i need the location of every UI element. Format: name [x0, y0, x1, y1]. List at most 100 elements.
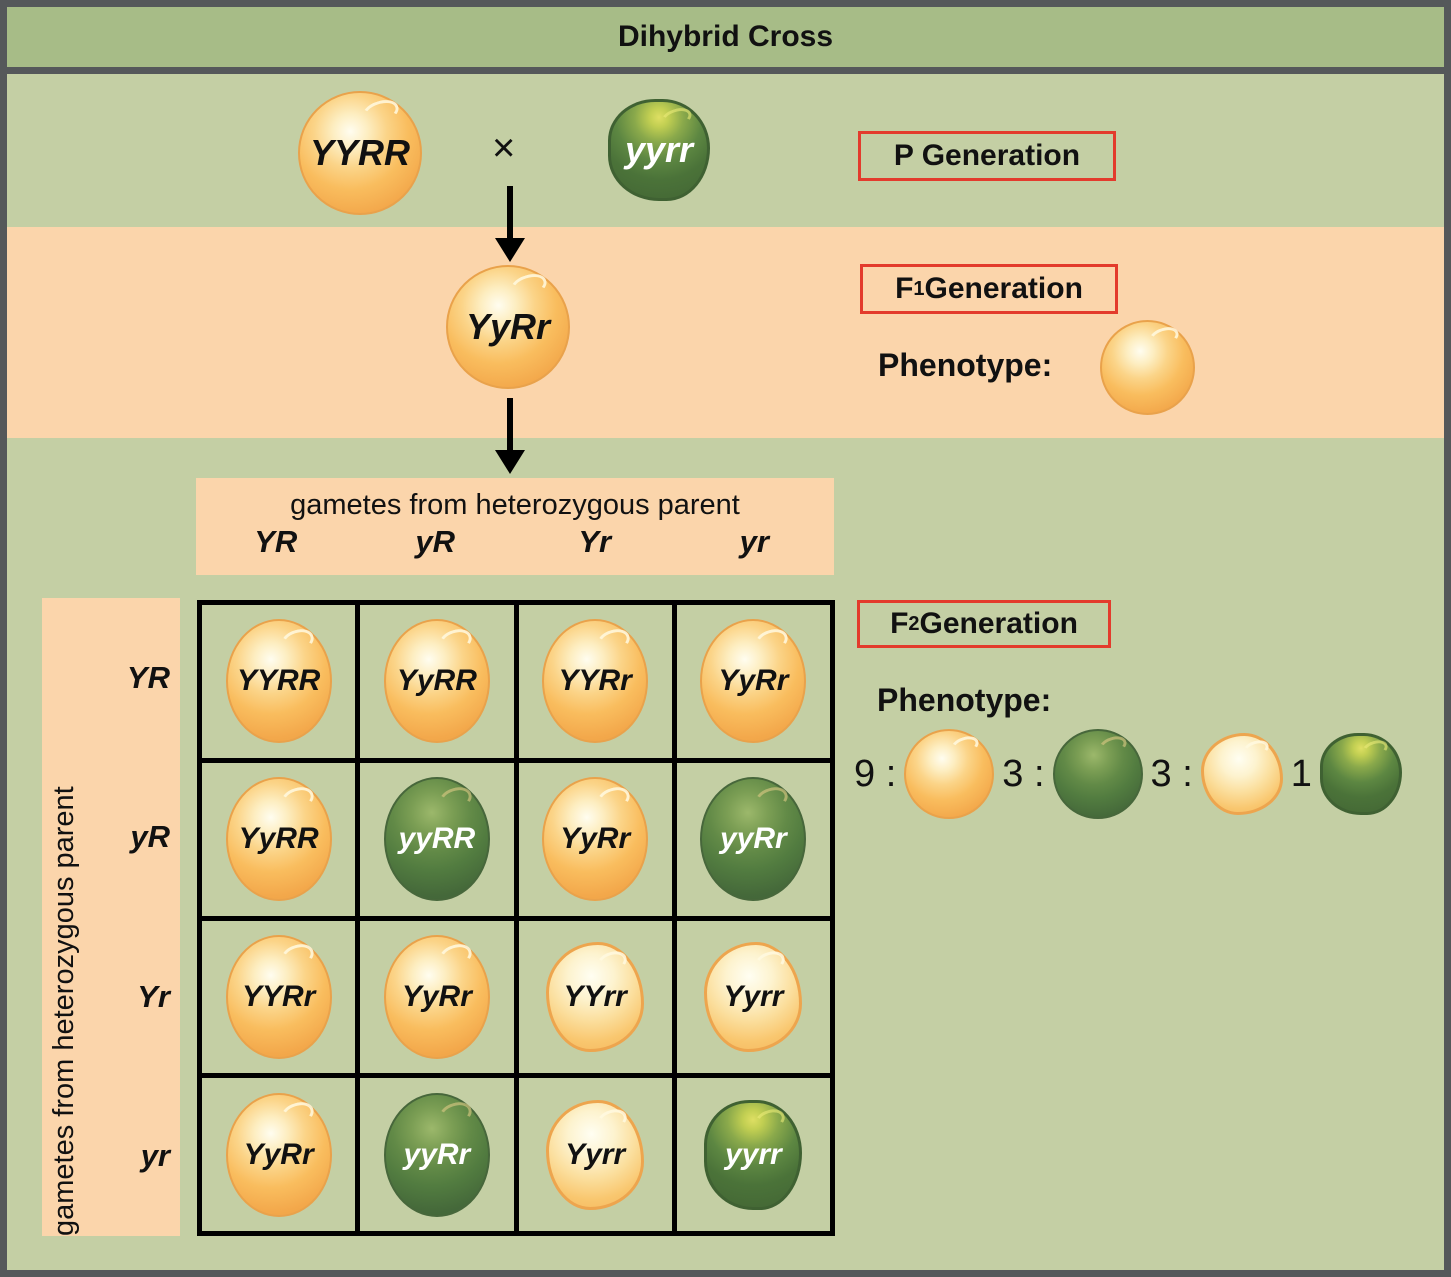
- cell-genotype: yyRr: [720, 822, 787, 856]
- arrow-down-icon: [495, 398, 525, 474]
- pea-surface: YyRr: [446, 265, 570, 389]
- pea-surface: [1052, 729, 1143, 819]
- pea-surface: [1100, 320, 1195, 415]
- pea-surface: [904, 729, 995, 819]
- f2-ratio-row: 9 :3 :3 :1: [846, 722, 1426, 826]
- cell-genotype: Yyrr: [565, 1137, 626, 1171]
- cell-genotype: YyRr: [243, 1137, 314, 1171]
- arrow-down-icon: [495, 186, 525, 262]
- title-bar: Dihybrid Cross: [7, 7, 1444, 67]
- punnett-cell: YYRR: [202, 605, 356, 758]
- pea-surface: YYRR: [225, 619, 332, 744]
- cell-genotype: YyRr: [401, 979, 472, 1013]
- f1-label-post: Generation: [924, 272, 1083, 305]
- cell-genotype: YyRR: [396, 664, 477, 698]
- gamete-row-label: Yr: [137, 978, 170, 1014]
- pea-yellow-round-icon: YyRr: [542, 777, 649, 902]
- pea-yellow-wrinkled-icon: YYrr: [546, 941, 645, 1052]
- punnett-cell: yyRr: [676, 762, 830, 916]
- pea-green-round-icon: yyRr: [383, 1092, 490, 1217]
- pea-green-wrinkled-icon: yyrr: [608, 99, 710, 201]
- pea-surface: YyRr: [225, 1092, 332, 1217]
- gamete-row-label: yR: [130, 819, 170, 855]
- cell-genotype: yyrr: [725, 1137, 782, 1171]
- punnett-cell: YyRR: [360, 605, 514, 758]
- punnett-cell: Yyrr: [676, 920, 830, 1074]
- f1-generation-band: [7, 227, 1444, 438]
- ratio-count: 1: [1290, 752, 1312, 795]
- page-title: Dihybrid Cross: [617, 20, 834, 53]
- cell-genotype: YyRr: [718, 664, 789, 698]
- punnett-cell: YyRr: [360, 920, 514, 1074]
- gamete-col-label: YR: [254, 524, 298, 559]
- cell-genotype: YYRR: [236, 664, 321, 698]
- cell-genotype: Yyrr: [723, 979, 784, 1013]
- pea-green-round-icon: yyRR: [383, 777, 490, 902]
- pea-yellow-round-icon: [904, 729, 995, 819]
- cross-icon: ×: [492, 126, 516, 170]
- punnett-cell: yyRR: [360, 762, 514, 916]
- f2-label-sub: 2: [908, 612, 920, 635]
- gamete-col-label: Yr: [578, 524, 612, 559]
- cell-genotype: YYrr: [563, 979, 627, 1013]
- arrow-head: [495, 238, 525, 262]
- pea-green-wrinkled-icon: [1319, 733, 1402, 815]
- f1-label-sub: 1: [913, 277, 925, 300]
- pea-surface: yyrr: [608, 99, 710, 201]
- cell-genotype: yyRr: [403, 1137, 471, 1171]
- punnett-cell: YYrr: [518, 920, 672, 1074]
- gamete-row-label: YR: [126, 659, 170, 695]
- f2-label-post: Generation: [919, 607, 1078, 640]
- pea-surface: Yyrr: [546, 1099, 645, 1210]
- f2-label-pre: F: [890, 607, 909, 640]
- pea-yellow-round-icon: YYRr: [225, 934, 332, 1059]
- pea-yellow-wrinkled-icon: Yyrr: [546, 1099, 645, 1210]
- gamete-col-label: yR: [415, 524, 456, 559]
- pea-surface: YyRr: [700, 619, 807, 744]
- cell-genotype: YYRr: [241, 979, 316, 1013]
- punnett-cell: YYRr: [518, 605, 672, 758]
- parent1-genotype: YYRR: [309, 132, 411, 173]
- pea-surface: YyRr: [542, 777, 649, 902]
- punnett-cell: YyRr: [676, 605, 830, 758]
- punnett-cell: yyrr: [676, 1078, 830, 1231]
- f1-phenotype-label: Phenotype:: [878, 347, 1053, 383]
- pea-green-round-icon: [1052, 729, 1143, 819]
- pea-yellow-round-icon: YyRr: [225, 1092, 332, 1217]
- pea-yellow-round-icon: [1100, 320, 1195, 415]
- punnett-cell: YYRr: [202, 920, 356, 1074]
- gametes-top-caption: gametes from heterozygous parent: [290, 489, 740, 521]
- pea-green-wrinkled-icon: yyrr: [704, 1099, 803, 1210]
- cell-genotype: YYRr: [558, 664, 632, 698]
- cell-genotype: yyRR: [398, 822, 476, 856]
- gamete-col-label: yr: [739, 524, 769, 559]
- pea-surface: YYRR: [298, 91, 422, 215]
- pea-surface: yyRr: [383, 1092, 490, 1217]
- pea-surface: YYrr: [546, 941, 645, 1052]
- pea-surface: [1319, 733, 1402, 815]
- arrow-stem: [507, 186, 513, 240]
- punnett-cell: YyRr: [518, 762, 672, 916]
- arrow-head: [495, 450, 525, 474]
- punnett-cell: yyRr: [360, 1078, 514, 1231]
- f2-phenotype-label: Phenotype:: [877, 682, 1052, 718]
- pea-surface: yyRr: [700, 777, 807, 902]
- punnett-cell: YyRR: [202, 762, 356, 916]
- ratio-count: 9 :: [854, 752, 897, 795]
- pea-surface: [1200, 733, 1283, 815]
- pea-surface: yyrr: [704, 1099, 803, 1210]
- pea-surface: yyRR: [383, 777, 490, 902]
- pea-surface: Yyrr: [704, 941, 803, 1052]
- parent2-genotype: yyrr: [624, 129, 694, 170]
- pea-surface: YyRr: [383, 934, 490, 1059]
- punnett-cell: Yyrr: [518, 1078, 672, 1231]
- ratio-count: 3 :: [1002, 752, 1045, 795]
- pea-yellow-round-icon: YyRr: [383, 934, 490, 1059]
- gamete-col-labels: YR yR Yr yr: [196, 524, 834, 560]
- pea-surface: YyRR: [225, 777, 332, 902]
